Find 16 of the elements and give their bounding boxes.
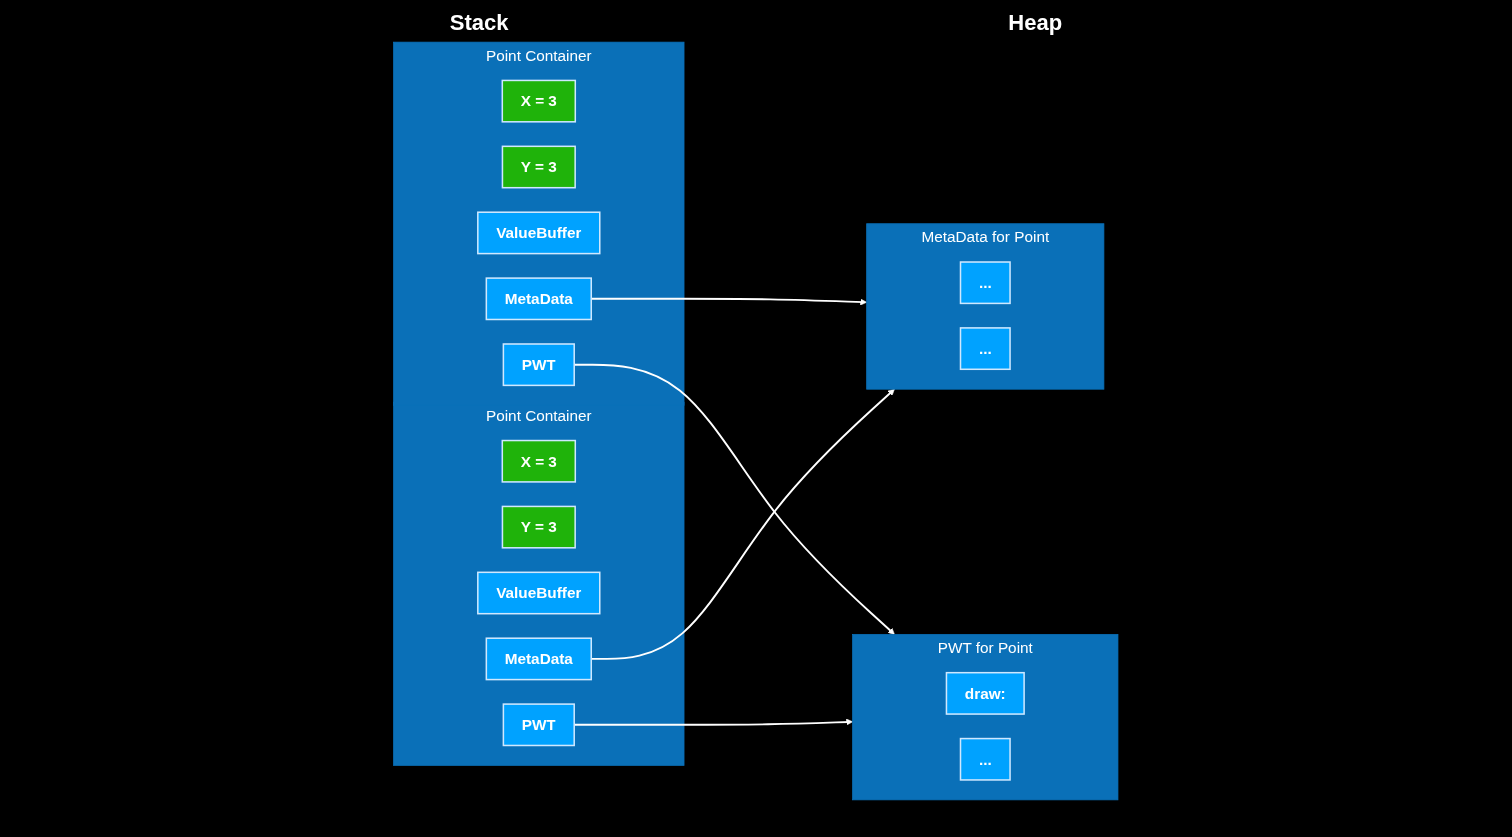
node-box: Y = 3 <box>501 505 577 549</box>
node-box: ValueBuffer <box>477 211 601 255</box>
column-heading: Heap <box>1008 10 1063 36</box>
node-box: X = 3 <box>501 79 577 123</box>
column-heading: Stack <box>449 10 509 36</box>
node-box: ... <box>960 261 1012 305</box>
node-box: ValueBuffer <box>477 571 601 615</box>
node-box: Y = 3 <box>501 145 577 189</box>
node-box: MetaData <box>485 637 593 681</box>
node-box: MetaData <box>485 277 593 321</box>
node-box: X = 3 <box>501 439 577 483</box>
node-box: ... <box>960 327 1012 371</box>
node-box: ... <box>960 737 1012 781</box>
node-box: draw: <box>945 671 1026 715</box>
node-box: PWT <box>502 343 576 387</box>
node-box: PWT <box>502 703 576 747</box>
